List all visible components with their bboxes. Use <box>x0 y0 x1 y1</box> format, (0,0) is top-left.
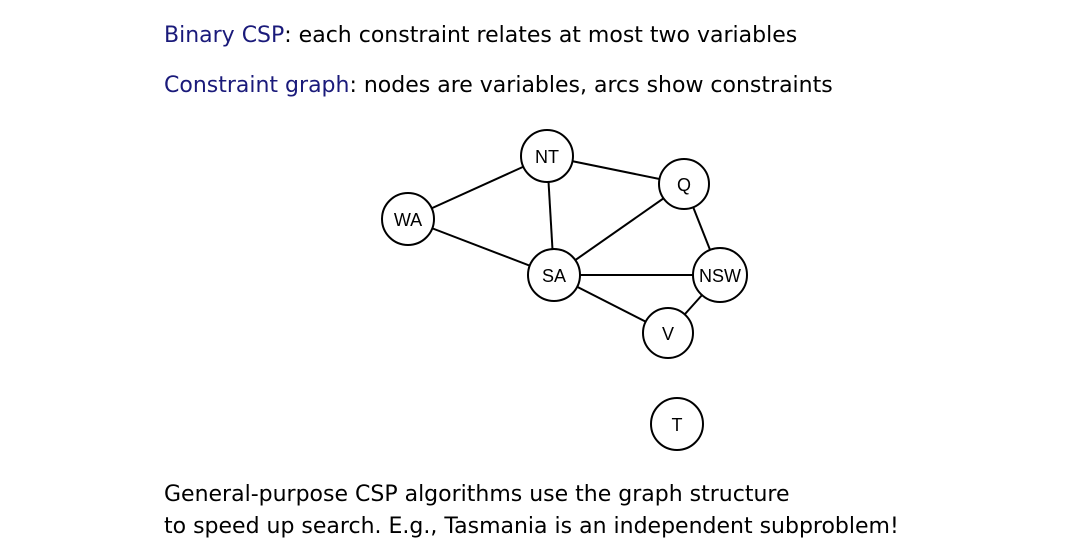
node-label-nt: NT <box>535 147 559 167</box>
node-label-nsw: NSW <box>699 266 741 286</box>
node-wa: WA <box>381 192 435 246</box>
binary-csp-definition: Binary CSP: each constraint relates at m… <box>164 22 797 50</box>
node-t: T <box>650 397 704 451</box>
footer-line-1: General-purpose CSP algorithms use the g… <box>164 482 790 507</box>
node-circle-nt <box>520 129 574 183</box>
graph-nodes: NT Q WA SA NSW V T <box>381 129 748 451</box>
node-label-v: V <box>662 324 674 344</box>
node-label-q: Q <box>677 175 691 195</box>
constraint-graph-term: Constraint graph <box>164 73 350 98</box>
node-circle-sa <box>527 248 581 302</box>
binary-csp-text: : each constraint relates at most two va… <box>284 23 798 48</box>
constraint-graph-text: : nodes are variables, arcs show constra… <box>349 73 833 98</box>
footer-line-2: to speed up search. E.g., Tasmania is an… <box>164 514 899 539</box>
node-circle-nsw <box>692 247 748 303</box>
binary-csp-term: Binary CSP <box>164 23 285 48</box>
node-v: V <box>642 307 694 359</box>
node-nsw: NSW <box>692 247 748 303</box>
node-circle-v <box>642 307 694 359</box>
node-label-wa: WA <box>394 210 422 230</box>
constraint-graph-definition: Constraint graph: nodes are variables, a… <box>164 72 833 100</box>
node-label-sa: SA <box>542 266 566 286</box>
node-label-t: T <box>672 415 683 435</box>
node-sa: SA <box>527 248 581 302</box>
node-nt: NT <box>520 129 574 183</box>
node-circle-wa <box>381 192 435 246</box>
node-circle-t <box>650 397 704 451</box>
node-circle-q <box>658 158 710 210</box>
node-q: Q <box>658 158 710 210</box>
